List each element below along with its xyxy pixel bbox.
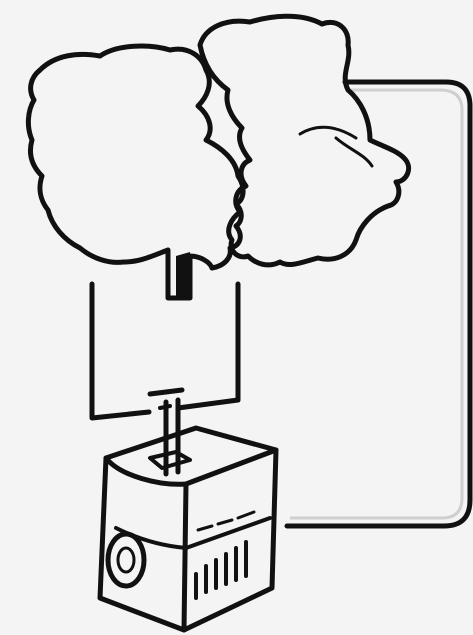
side-wheel [108,534,144,586]
front-head-silhouette [28,46,243,298]
front-grille [196,542,246,598]
cube-device [100,428,276,630]
face-card [92,284,238,418]
back-panel [287,82,470,526]
rear-head-silhouette [200,16,409,265]
